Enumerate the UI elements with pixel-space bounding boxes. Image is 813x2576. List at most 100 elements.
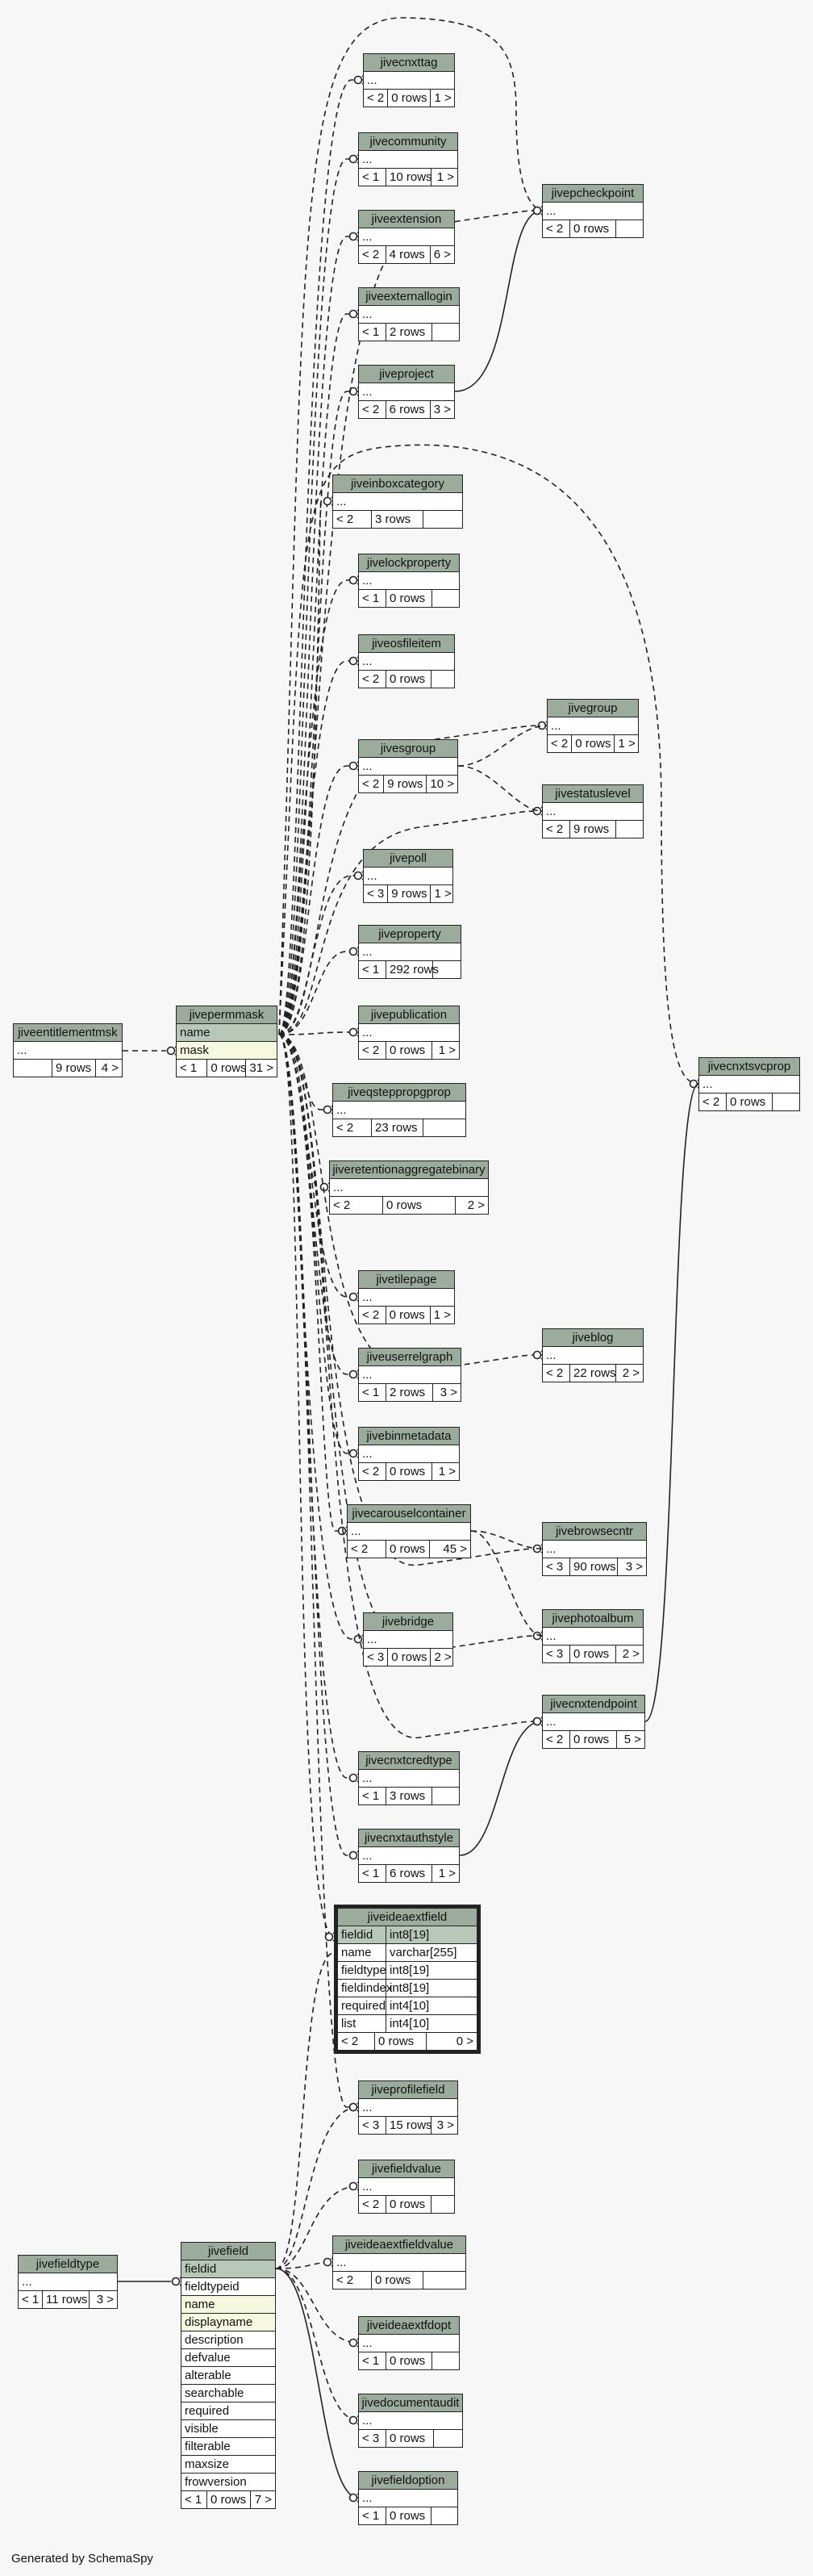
table-header[interactable]: jiveentitlementmsk (14, 1024, 122, 1042)
table-header[interactable]: jivepermmask (177, 1006, 277, 1024)
table-header[interactable]: jiveideaextfieldvalue (333, 2236, 465, 2254)
table-header[interactable]: jiveretentionaggregatebinary (330, 1161, 488, 1179)
table-header[interactable]: jivedocumentaudit (359, 2394, 462, 2412)
table-header[interactable]: jivephotoalbum (543, 1610, 643, 1628)
table-header[interactable]: jivefield (181, 2243, 275, 2260)
row-count: 9 rows (52, 1060, 96, 1077)
table-header[interactable]: jivelockproperty (359, 554, 459, 572)
table-header[interactable]: jivepublication (359, 1006, 459, 1024)
relationship-end (348, 947, 358, 956)
parent-count: < 2 (543, 821, 570, 838)
table-header[interactable]: jiveexternallogin (359, 288, 459, 306)
table-header[interactable]: jiveextension (359, 211, 454, 228)
table-header[interactable]: jivecnxtendpoint (543, 1696, 644, 1713)
table-header[interactable]: jivebinmetadata (359, 1428, 459, 1445)
table-header[interactable]: jiveproperty (359, 926, 461, 943)
table-header[interactable]: jivepcheckpoint (543, 185, 643, 203)
table-header[interactable]: jivecommunity (359, 133, 457, 151)
table-header[interactable]: jivefieldoption (359, 2472, 457, 2490)
table-header[interactable]: jivepoll (364, 850, 452, 868)
table-column-row: ... (359, 758, 457, 776)
table-header[interactable]: jiveuserrelgraph (359, 1349, 461, 1366)
table-header[interactable]: jivestatuslevel (543, 785, 643, 803)
table-column-row: fieldid (181, 2260, 275, 2278)
column-name: ... (367, 869, 377, 883)
table-header[interactable]: jivefieldtype (19, 2256, 117, 2273)
table-header[interactable]: jiveideaextfdopt (359, 2317, 459, 2335)
table-header[interactable]: jiveosfileitem (359, 635, 454, 653)
parent-count: < 2 (543, 1365, 570, 1382)
table-header[interactable]: jivecnxtcredtype (359, 1752, 459, 1770)
table-header[interactable]: jivebridge (364, 1613, 452, 1631)
table-column-row: ... (359, 2490, 457, 2507)
table-header[interactable]: jivecnxttag (364, 54, 454, 72)
column-name: ... (362, 2336, 373, 2350)
table-header[interactable]: jiveprofilefield (359, 2081, 457, 2099)
table-header[interactable]: jivecnxtauthstyle (359, 1830, 459, 1847)
table-header[interactable]: jivegroup (548, 700, 638, 717)
table-header[interactable]: jiveinboxcategory (333, 475, 462, 493)
table-header[interactable]: jiveblog (543, 1329, 643, 1347)
column-name: ... (546, 1349, 557, 1362)
row-count: 9 rows (570, 821, 616, 838)
table-header[interactable]: jivesgroup (359, 740, 457, 758)
table-header[interactable]: jiveideaextfield (338, 1909, 477, 1926)
relationship-end (348, 2338, 358, 2348)
table-header[interactable]: jiveproject (359, 366, 454, 383)
table-column-row: ... (333, 1102, 465, 1119)
table-header[interactable]: jivefieldvalue (359, 2160, 454, 2178)
column-name: ... (362, 759, 373, 773)
row-count: 0 rows (386, 671, 432, 688)
table-header[interactable]: jivebrowsecntr (543, 1523, 646, 1541)
table-header[interactable]: jivecarouselcontainer (348, 1505, 470, 1523)
table-header[interactable]: jiveqsteppropgprop (333, 1084, 465, 1102)
table-header[interactable]: jivetilepage (359, 1271, 454, 1289)
table-header[interactable]: jivecnxtsvcprop (699, 1058, 799, 1076)
